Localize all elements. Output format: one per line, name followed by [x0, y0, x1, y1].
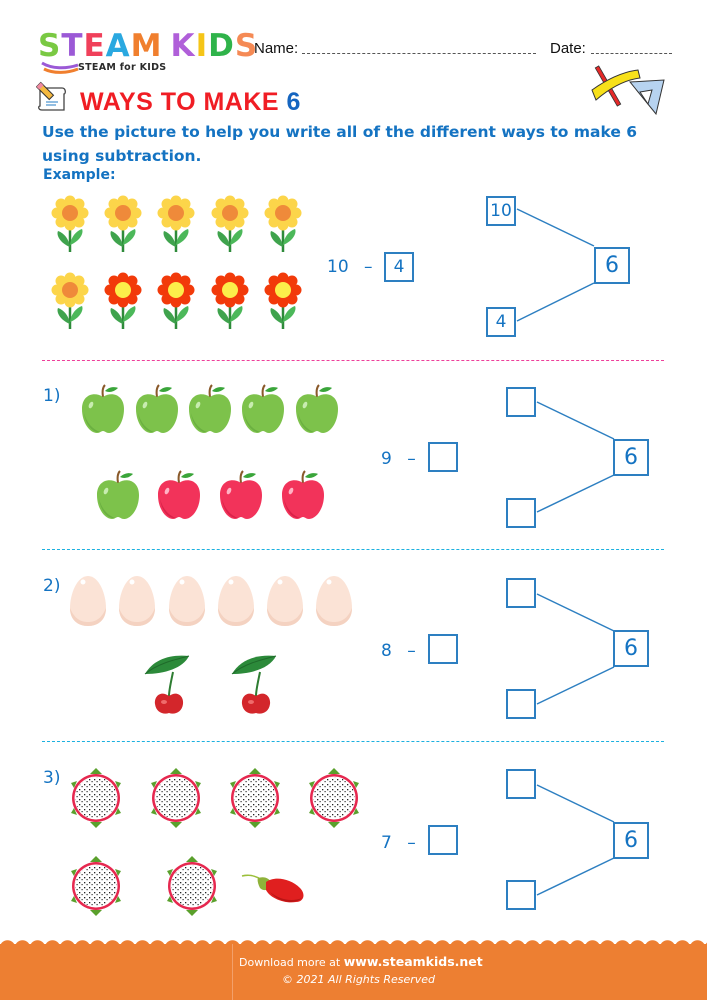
name-field[interactable] [302, 53, 536, 54]
bond-whole-box: 6 [613, 822, 649, 859]
red-flower-icon [156, 272, 196, 330]
example-answer-box: 4 [384, 252, 414, 282]
sunflower-icon [103, 195, 143, 253]
number-bond-lines [536, 401, 615, 513]
problem-equation: 9 – [381, 449, 416, 469]
date-field[interactable] [591, 53, 672, 54]
footer: Download more at www.steamkids.net © 202… [0, 944, 707, 1000]
answer-box[interactable] [428, 634, 458, 664]
problem-total: 7 [381, 833, 392, 853]
minus-sign: – [407, 833, 416, 853]
footer-divider [232, 944, 233, 1000]
bond-bottom-box: 4 [486, 307, 516, 337]
minus-sign: – [407, 641, 416, 661]
section-divider [42, 741, 664, 742]
problem-label: 3) [43, 768, 61, 788]
bond-whole-box: 6 [594, 247, 630, 284]
answer-box[interactable] [428, 825, 458, 855]
bond-top-box[interactable] [506, 387, 536, 417]
sunflower-icon [50, 195, 90, 253]
page-title: WAYS TO MAKE 6 [80, 88, 301, 117]
red-flower-icon [210, 272, 250, 330]
apples-illustration [81, 384, 339, 520]
worksheet-pencil-icon [36, 81, 66, 111]
name-label: Name: [254, 40, 299, 57]
bond-bottom-box[interactable] [506, 689, 536, 719]
date-label: Date: [550, 40, 586, 57]
sunflower-icon [263, 195, 303, 253]
bond-whole-box: 6 [613, 439, 649, 476]
title-text: WAYS TO MAKE [80, 88, 280, 116]
answer-box[interactable] [428, 442, 458, 472]
logo-swoosh-icon [41, 61, 79, 74]
problem-total: 8 [381, 641, 392, 661]
problem-total: 9 [381, 449, 392, 469]
ruler-pencil-icon [591, 65, 665, 115]
section-divider [42, 360, 664, 361]
problem-equation: 8 – [381, 641, 416, 661]
example-number-bond-lines [516, 208, 595, 322]
title-number: 6 [286, 88, 301, 116]
logo-subtitle: STEAM for KIDS [78, 62, 167, 73]
problem-equation: 7 – [381, 833, 416, 853]
sunflower-icon [50, 272, 90, 330]
dragonfruit-goji-illustration [71, 768, 359, 916]
logo-letter: S [38, 28, 62, 64]
bond-bottom-box[interactable] [506, 498, 536, 528]
bond-top-box[interactable] [506, 578, 536, 608]
example-total: 10 [327, 257, 349, 277]
logo-letter: A [105, 28, 131, 64]
sunflower-icon [156, 195, 196, 253]
bond-top-box[interactable] [506, 769, 536, 799]
problem-label: 2) [43, 576, 61, 596]
logo-letter: M [130, 28, 163, 64]
eggs-cherries-illustration [70, 576, 352, 715]
red-flower-icon [263, 272, 303, 330]
footer-download: Download more at www.steamkids.net [239, 954, 483, 969]
logo-letter: T [61, 28, 84, 64]
bond-bottom-box[interactable] [506, 880, 536, 910]
bond-whole-box: 6 [613, 630, 649, 667]
red-flower-icon [103, 272, 143, 330]
number-bond-lines [536, 593, 615, 705]
logo-letter: K [170, 28, 196, 64]
download-text: Download more at [239, 956, 341, 969]
logo-letter: E [83, 28, 106, 64]
flowers-illustration [50, 195, 303, 330]
footer-url-link[interactable]: www.steamkids.net [343, 954, 483, 969]
minus-sign: – [364, 257, 373, 277]
bond-top-box: 10 [486, 196, 516, 226]
logo-letter: S [234, 28, 259, 64]
sunflower-icon [210, 195, 250, 253]
example-equation: 10 – [327, 257, 373, 277]
logo-letter: I [195, 28, 209, 64]
footer-copyright: © 2021 All Rights Reserved [282, 973, 436, 986]
logo-letter: D [208, 28, 235, 64]
example-label: Example: [43, 167, 116, 183]
section-divider [42, 549, 664, 550]
number-bond-lines [536, 784, 615, 896]
minus-sign: – [407, 449, 416, 469]
instructions: Use the picture to help you write all of… [42, 123, 638, 165]
problem-label: 1) [43, 386, 61, 406]
